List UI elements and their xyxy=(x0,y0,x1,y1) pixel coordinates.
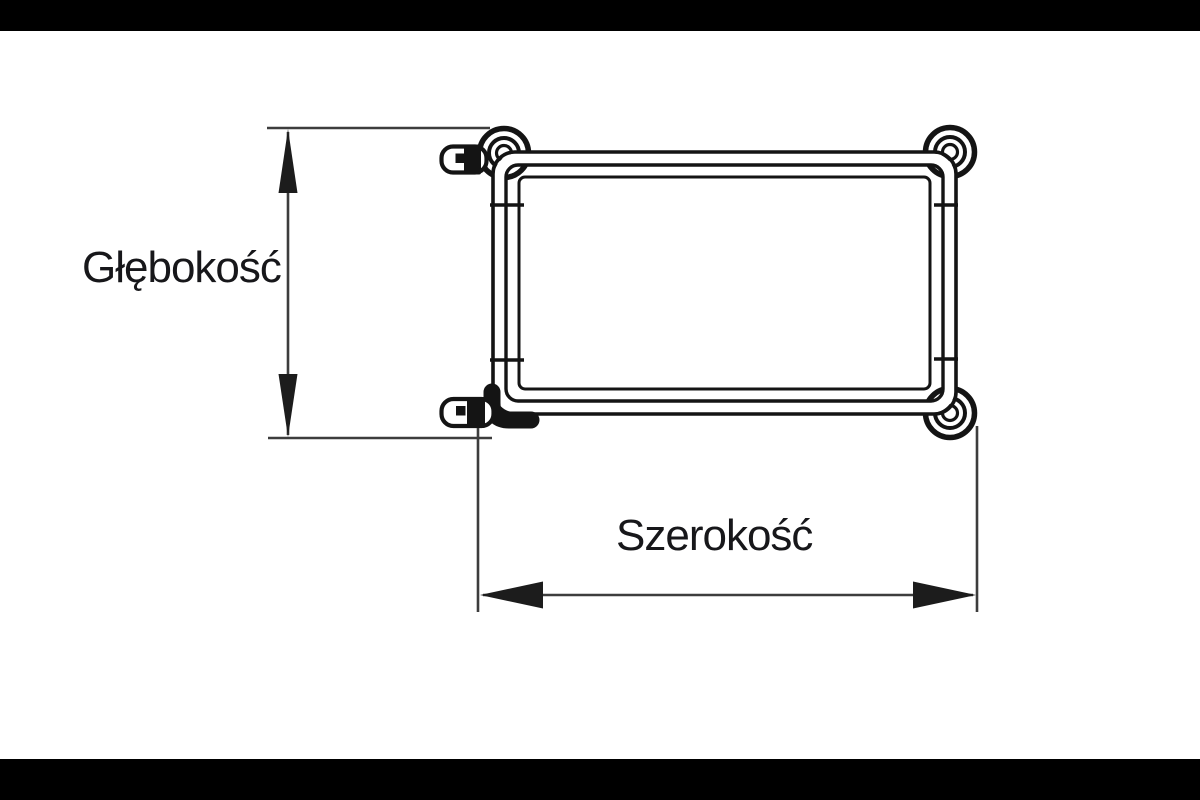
tube-body xyxy=(494,153,955,413)
arrowhead-left-icon xyxy=(480,581,543,609)
cart-frame xyxy=(491,150,958,416)
handle-knob-bottom xyxy=(439,396,496,429)
handle-knob-top xyxy=(439,144,489,175)
letterbox-bar-bottom xyxy=(0,759,1200,800)
arrowhead-down-icon xyxy=(278,374,298,437)
letterbox-bar-top xyxy=(0,0,1200,31)
frame-tube-inner-edge xyxy=(504,163,945,403)
width-label: Szerokość xyxy=(616,511,813,560)
dimension-width xyxy=(476,426,979,612)
depth-label: Głębokość xyxy=(82,243,282,292)
dimension-depth xyxy=(267,126,492,440)
platform-inner-edge xyxy=(517,175,932,391)
frame-outer-edge xyxy=(491,150,958,416)
tube-joint-ticks xyxy=(490,203,958,362)
arrowhead-right-icon xyxy=(913,581,976,609)
arrowhead-up-icon xyxy=(278,129,298,193)
